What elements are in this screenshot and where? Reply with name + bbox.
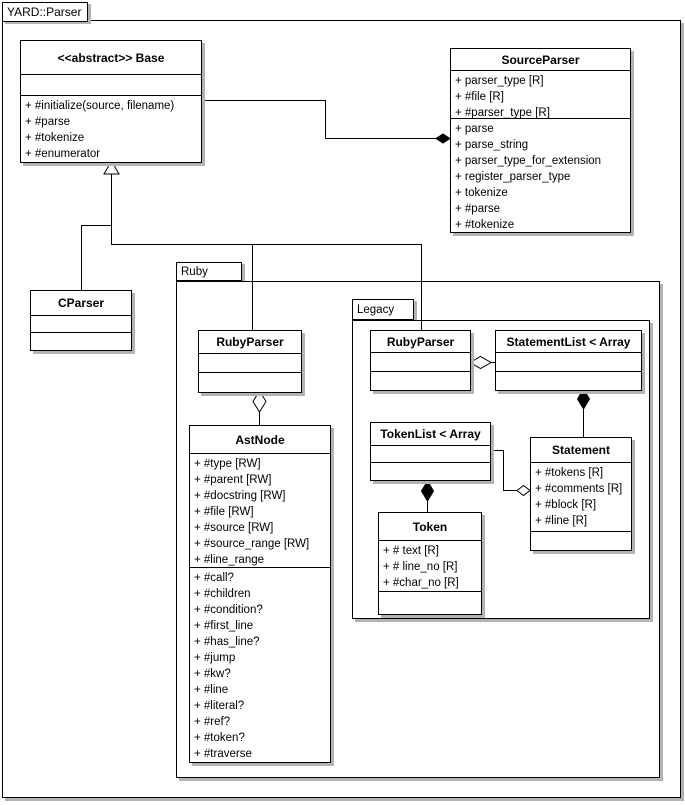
member-row: + #char_no [R]: [383, 577, 459, 589]
class-attributes: [496, 353, 641, 372]
class-attributes: [199, 354, 301, 373]
member-row: + # text [R]: [383, 545, 439, 557]
class-attributes: [31, 316, 131, 333]
member-row: + #line [R]: [535, 515, 588, 527]
member-row: + tokenize: [455, 187, 508, 199]
class-methods: [531, 532, 631, 550]
member-row: + #type [RW]: [194, 458, 261, 470]
member-row: + #initialize(source, filename): [25, 100, 175, 112]
member-row: + #file [R]: [455, 91, 504, 103]
member-row: + #kw?: [194, 668, 231, 680]
member-row: + #parse: [25, 116, 71, 128]
member-row: + #parse: [455, 203, 501, 215]
member-row: + #parser_type [R]: [455, 107, 550, 119]
member-row: + #source_range [RW]: [194, 538, 310, 550]
class-title: <<abstract>> Base: [21, 41, 201, 75]
member-row: + parser_type [R]: [455, 75, 544, 87]
member-row: + #ref?: [194, 716, 231, 728]
class-methods: + #initialize(source, filename) + #parse +…: [21, 96, 201, 162]
member-row: + #has_line?: [194, 636, 260, 648]
class-methods: [31, 333, 131, 350]
member-row: + #enumerator: [25, 148, 101, 160]
member-row: + #block [R]: [535, 499, 597, 511]
diagram-frame-label: YARD::Parser: [2, 2, 88, 22]
member-row: + #call?: [194, 572, 234, 584]
class-attributes: [371, 446, 490, 463]
class-methods: + parse + parse_string + parser_type_for_e…: [451, 119, 630, 232]
class-statement: Statement + #tokens [R]+ #comments [R]+ …: [530, 437, 632, 551]
member-row: + # line_no [R]: [383, 561, 458, 573]
member-row: + #children: [194, 588, 251, 600]
class-title: SourceParser: [451, 49, 630, 71]
class-attributes: + # text [R] + # line_no [R] + #char_no [R…: [379, 541, 481, 592]
class-cparser: CParser: [30, 290, 132, 351]
class-title: StatementList < Array: [496, 331, 641, 353]
package-tab-legacy: Legacy: [352, 299, 414, 320]
member-row: + parse_string: [455, 139, 529, 151]
class-attributes: [21, 75, 201, 96]
member-row: + #parent [RW]: [194, 474, 272, 486]
class-title: AstNode: [190, 426, 330, 454]
class-title: TokenList < Array: [371, 423, 490, 446]
member-row: + #docstring [RW]: [194, 490, 286, 502]
class-ruby-rubyparser: RubyParser: [198, 330, 302, 393]
member-row: + #token?: [194, 732, 245, 744]
member-row: + #first_line: [194, 620, 254, 632]
class-attributes: + #tokens [R] + #comments [R] + #block [R]…: [531, 463, 631, 532]
class-astnode: AstNode + #type [RW] + #parent [RW] + #doc…: [189, 425, 331, 763]
class-legacy-rubyparser: RubyParser: [370, 330, 471, 391]
member-row: + #tokens [R]: [535, 467, 604, 479]
class-attributes: + parser_type [R] + #file [R] + #parser_ty…: [451, 71, 630, 119]
class-methods: + #call? + #children + #condition? + #first…: [190, 568, 330, 762]
member-row: + #source [RW]: [194, 522, 274, 534]
member-row: + #file [RW]: [194, 506, 254, 518]
class-methods: [496, 372, 641, 390]
member-row: + #traverse: [194, 748, 252, 760]
class-methods: [379, 592, 481, 614]
class-title: RubyParser: [371, 331, 470, 353]
member-row: + #line: [194, 684, 229, 696]
member-row: + #jump: [194, 652, 236, 664]
class-source-parser: SourceParser + parser_type [R] + #file [R…: [450, 48, 631, 233]
class-tokenlist: TokenList < Array: [370, 422, 491, 481]
member-row: + #tokenize: [455, 219, 515, 231]
class-methods: [199, 373, 301, 392]
class-title: Token: [379, 513, 481, 541]
member-row: + #tokenize: [25, 132, 85, 144]
class-methods: [371, 463, 490, 480]
class-attributes: + #type [RW] + #parent [RW] + #docstring […: [190, 454, 330, 568]
class-title: RubyParser: [199, 331, 301, 354]
member-row: + parse: [455, 123, 494, 135]
class-attributes: [371, 353, 470, 372]
class-title: Statement: [531, 438, 631, 463]
class-methods: [371, 372, 470, 390]
class-token: Token + # text [R] + # line_no [R] + #char…: [378, 512, 482, 615]
member-row: + register_parser_type: [455, 171, 571, 183]
member-row: + #line_range: [194, 554, 265, 566]
class-title: CParser: [31, 291, 131, 316]
member-row: + parser_type_for_extension: [455, 155, 602, 167]
member-row: + #condition?: [194, 604, 263, 616]
member-row: + #literal?: [194, 700, 245, 712]
member-row: + #comments [R]: [535, 483, 623, 495]
class-statementlist: StatementList < Array: [495, 330, 642, 391]
package-tab-ruby: Ruby: [176, 262, 242, 281]
class-base: <<abstract>> Base + #initialize(source, …: [20, 40, 202, 163]
